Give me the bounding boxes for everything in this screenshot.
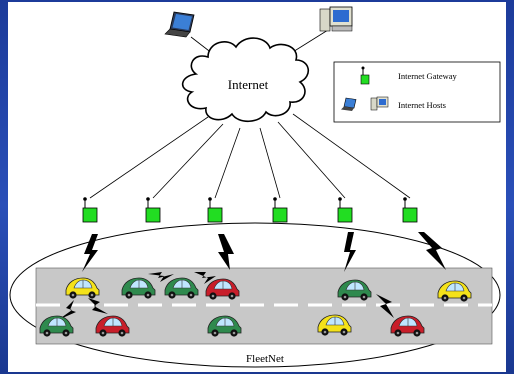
cloud-gateway-links <box>89 113 411 199</box>
laptop-host-icon <box>164 11 195 38</box>
internet-cloud: Internet <box>181 37 309 123</box>
gateway-icon <box>145 196 161 223</box>
gateway-icon <box>337 196 353 223</box>
fleetnet-boundary <box>9 222 501 368</box>
gateway-icon <box>207 196 223 223</box>
legend-gateway-label: Internet Gateway <box>398 71 458 81</box>
legend-hosts-label: Internet Hosts <box>398 100 446 110</box>
lightning-icon <box>58 300 76 320</box>
gateway-icon <box>402 196 418 223</box>
lightning-icon <box>376 294 394 318</box>
wireless-links <box>58 232 446 320</box>
desktop-host-icon <box>319 6 353 32</box>
lightning-icon <box>418 232 446 270</box>
slide-canvas: Internet Internet Gateway Internet Hosts… <box>8 2 506 372</box>
fleetnet-label: FleetNet <box>246 353 284 365</box>
cloud-label: Internet <box>228 77 269 92</box>
lightning-icon <box>148 272 174 282</box>
legend-gateway-icon <box>360 66 370 85</box>
lightning-icon <box>218 234 234 270</box>
internet-gateways <box>82 196 418 223</box>
lightning-icon <box>344 232 356 272</box>
lightning-icon <box>82 234 98 272</box>
gateway-icon <box>82 196 98 223</box>
legend-hosts-icon <box>341 96 389 111</box>
lightning-icon <box>88 298 108 314</box>
lightning-icon <box>194 272 216 284</box>
legend: Internet Gateway Internet Hosts <box>333 61 501 123</box>
gateway-icon <box>272 196 288 223</box>
